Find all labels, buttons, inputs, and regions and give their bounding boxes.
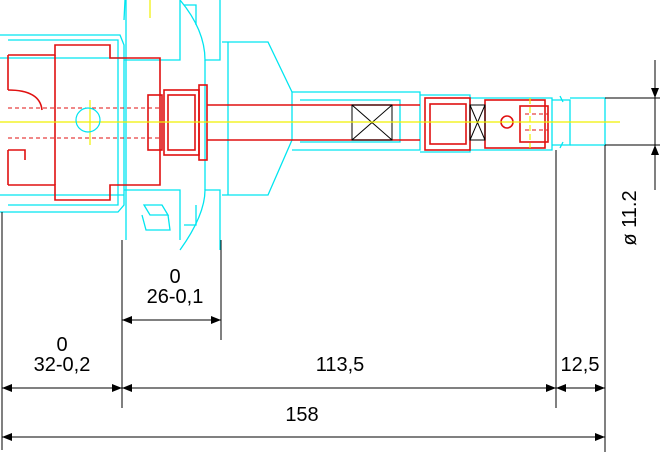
dim-32-tolerance-upper: 0 bbox=[56, 334, 67, 356]
dim-32-label: 32-0,2 bbox=[34, 354, 91, 376]
dimension-lines bbox=[1, 60, 660, 452]
center-mark bbox=[75, 107, 101, 133]
holder-outline bbox=[0, 0, 606, 251]
dim-113-label: 113,5 bbox=[316, 354, 365, 376]
dim-12-label: 12,5 bbox=[561, 354, 600, 376]
centerline bbox=[0, 0, 620, 148]
dim-26-tolerance-upper: 0 bbox=[169, 266, 180, 288]
dim-158-label: 158 bbox=[285, 404, 318, 426]
hidden-lines bbox=[8, 107, 548, 139]
dim-diameter-label: ø 11.2 bbox=[619, 190, 641, 245]
dim-26-label: 26-0,1 bbox=[147, 286, 204, 308]
